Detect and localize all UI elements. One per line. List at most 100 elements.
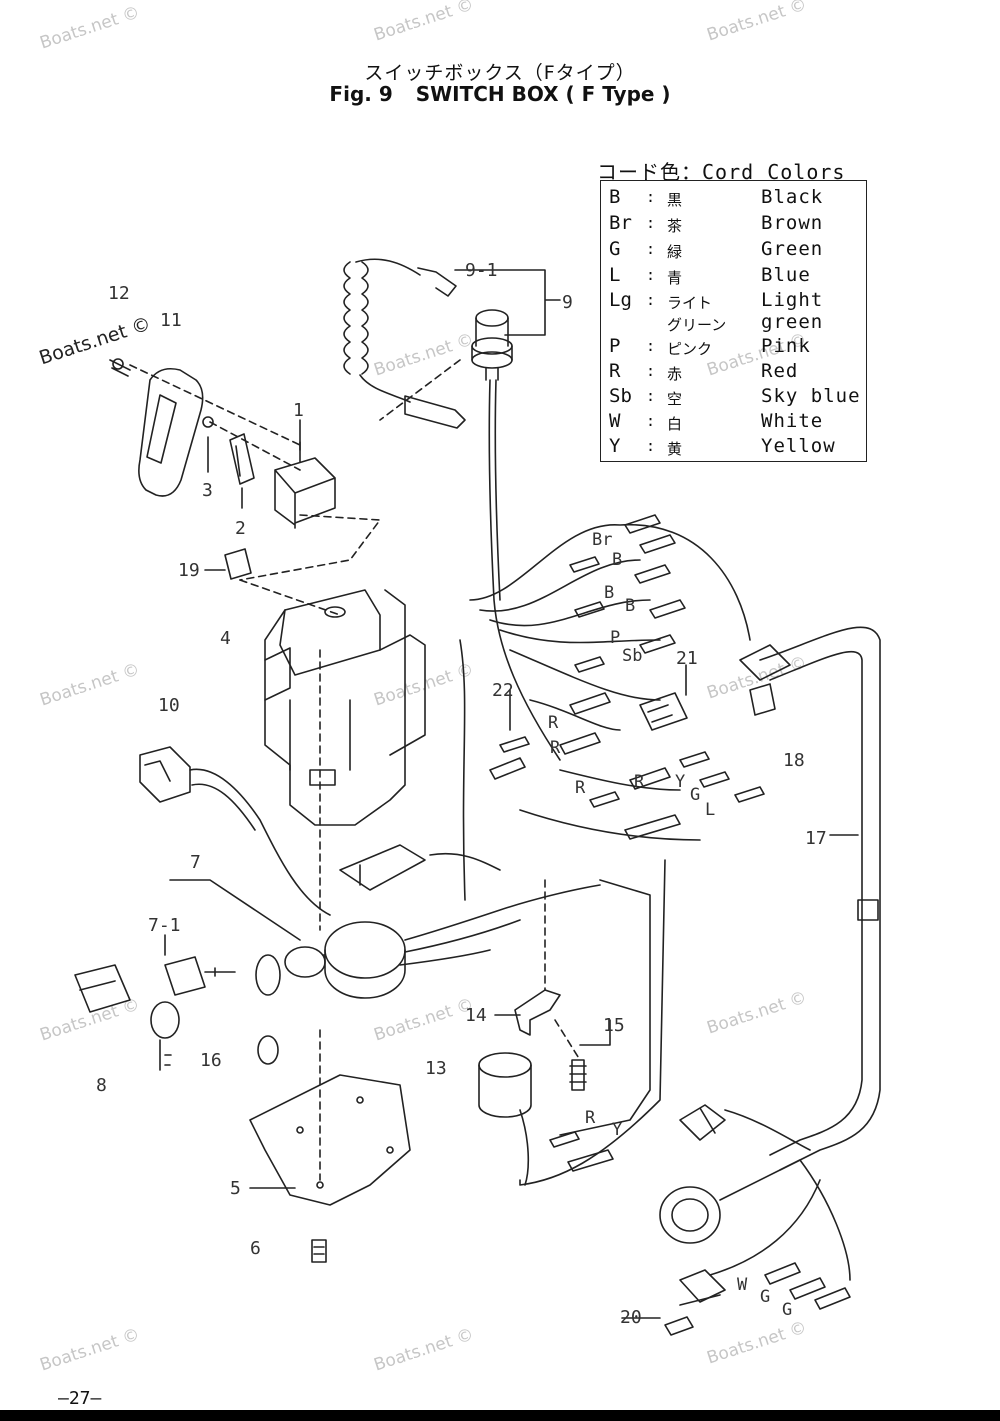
part-number: 16 [200, 1050, 222, 1071]
legend-code: R [609, 360, 621, 382]
legend-sep: : [646, 437, 656, 455]
connector-part-21 [639, 692, 688, 731]
nut-part-16 [255, 954, 281, 996]
wire-color-label: P [610, 628, 621, 648]
part-number: 17 [805, 828, 827, 849]
part-number: 9-1 [465, 260, 498, 281]
wire-color-label: R [585, 1108, 596, 1128]
page-number: –27– [58, 1388, 102, 1409]
part-number: 12 [108, 283, 130, 304]
legend-jp: 青 [667, 269, 683, 287]
legend-code: Y [609, 435, 621, 457]
legend-code: G [609, 238, 621, 260]
legend-en: Red [761, 360, 799, 382]
legend-en: Yellow [761, 435, 836, 457]
legend-jp: 赤 [667, 365, 683, 383]
legend-jp: 黒 [667, 191, 683, 209]
part-number: 8 [96, 1075, 107, 1096]
legend-sep: : [646, 240, 656, 258]
legend-en: green [761, 311, 824, 333]
part-number: 1 [293, 400, 304, 421]
legend-en: Brown [761, 212, 824, 234]
wire-color-label: Sb [622, 646, 643, 666]
figure-number: Fig. 9 [329, 82, 393, 106]
part-number: 19 [178, 560, 200, 581]
legend-jp: グリーン [667, 316, 727, 334]
main-switch-part [284, 884, 601, 999]
part-number: 22 [492, 680, 514, 701]
legend-jp: 茶 [667, 217, 683, 235]
legend-jp: 黄 [667, 440, 683, 458]
legend-sep: : [646, 362, 656, 380]
part-number: 7 [190, 852, 201, 873]
legend-code: L [609, 264, 621, 286]
part-number: 15 [603, 1015, 625, 1036]
legend-sep: : [646, 266, 656, 284]
bottom-border [0, 1410, 1000, 1421]
part-18 [749, 683, 776, 716]
legend-jp: ライト [667, 294, 713, 312]
wire-color-label: Y [675, 772, 686, 792]
part-number: 13 [425, 1058, 447, 1079]
legend-jp: ピンク [667, 340, 713, 358]
bracket-part-14 [514, 989, 561, 1036]
legend-code: Sb [609, 385, 632, 407]
part-number: 20 [620, 1307, 642, 1328]
legend-code: W [609, 410, 621, 432]
legend-sep: : [646, 387, 656, 405]
wire-color-label: R [550, 738, 561, 758]
bullet-terminals [489, 514, 765, 1172]
part-number: 21 [676, 648, 698, 669]
leader-line [169, 879, 301, 941]
wire-color-label: L [705, 800, 716, 820]
part-number: 18 [783, 750, 805, 771]
mounting-plate-part [249, 1074, 411, 1206]
legend-code: P [609, 335, 621, 357]
legend-sep: : [646, 291, 656, 309]
legend-en: Blue [761, 264, 811, 286]
figure-name: SWITCH BOX ( F Type ) [415, 82, 671, 106]
legend-jp: 緑 [667, 243, 683, 261]
clamp-part [202, 416, 255, 485]
legend-en: Pink [761, 335, 811, 357]
legend-code: Br [609, 212, 632, 234]
leader-dashes [129, 359, 581, 1181]
part-number: 9 [562, 292, 573, 313]
legend-jp: 白 [667, 415, 683, 433]
part-number: 6 [250, 1238, 261, 1259]
legend-jp: 空 [667, 390, 683, 408]
legend-en: Black [761, 186, 824, 208]
part-number: 14 [465, 1005, 487, 1026]
title-japanese: スイッチボックス（Fタイプ） [364, 62, 636, 84]
legend-sep: : [646, 337, 656, 355]
part-number: 4 [220, 628, 231, 649]
part-number: 2 [235, 518, 246, 539]
part-number: 3 [202, 480, 213, 501]
washer-part [257, 1035, 279, 1065]
screw-part-6 [311, 1239, 327, 1263]
legend-en: Light [761, 289, 824, 311]
wire-color-label: Br [592, 530, 613, 550]
grommet-plate-part [109, 358, 204, 497]
switch-box-housing [264, 589, 426, 826]
legend-code: B [609, 186, 621, 208]
plug-part-10 [139, 746, 331, 916]
wire-color-label: W [737, 1275, 748, 1295]
part-number: 11 [160, 310, 182, 331]
bolt-part-15 [569, 1059, 587, 1091]
figure-title: Fig. 9 SWITCH BOX ( F Type ) [0, 82, 1000, 106]
legend-sep: : [646, 214, 656, 232]
legend-en: White [761, 410, 824, 432]
key-part [150, 956, 236, 1071]
wire-color-label: G [782, 1300, 793, 1320]
wire-color-label: B [625, 596, 636, 616]
connector-part [339, 844, 426, 891]
wire-harness [459, 524, 751, 1186]
label-part-19 [224, 548, 252, 580]
wire-color-label: G [760, 1287, 771, 1307]
main-harness-17 [739, 626, 881, 1171]
part-number: 10 [158, 695, 180, 716]
legend-code: Lg [609, 289, 632, 311]
legend-sep: : [646, 412, 656, 430]
